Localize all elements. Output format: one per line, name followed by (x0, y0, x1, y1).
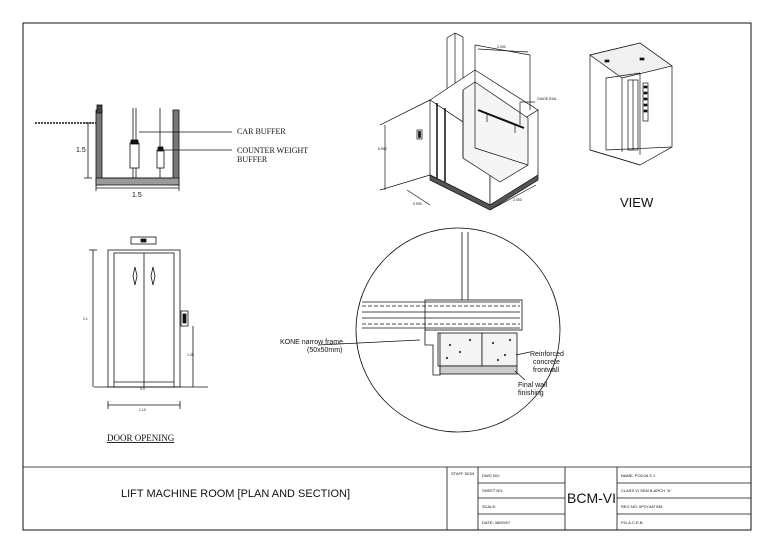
label-rc-2: concrete (533, 359, 560, 366)
pit-section (35, 104, 232, 191)
label-date: DATE: 08/09/07 (482, 520, 511, 525)
label-finish-2: finishing (518, 390, 544, 397)
dim-pit-width: 1.5 (132, 192, 142, 199)
label-rc-1: Reinforced (530, 351, 564, 358)
student-class: CLASS VI SEM B.ARCH "A" (621, 488, 672, 493)
college-name: P.D.A.C.E.B. (621, 520, 644, 525)
label-sheet-no: SHEET NO: (482, 488, 504, 493)
label-dwg-no: DWG NO: (482, 473, 500, 478)
dim-door-panel: 1.05 (187, 353, 194, 357)
dim-pit-depth: 1.5 (76, 147, 86, 154)
label-rc-3: frontwall (533, 367, 560, 374)
label-car-buffer: CAR BUFFER (237, 127, 286, 136)
label-guide-rail: GUIDE RAIL (537, 97, 557, 101)
frame-detail (317, 227, 561, 433)
label-counterweight-buffer-1: COUNTER WEIGHT (237, 146, 308, 155)
label-view: VIEW (620, 195, 654, 210)
dim-shaft-height: 0.900 (378, 147, 387, 151)
label-frame-2: (50x50mm) (307, 347, 342, 354)
label-staff-sign: STAFF SIGN (451, 471, 474, 476)
door-elevation (89, 236, 208, 409)
sheet-border (22, 22, 752, 531)
student-name: NAME: POOJA S J (621, 473, 655, 478)
dim-shaft-right: 2.000 (513, 198, 522, 202)
car-interior-view (589, 42, 673, 166)
label-frame-1: KONE narrow frame (280, 339, 343, 346)
student-reg: REG NO: 0P2Y4AT038 (621, 504, 663, 509)
dim-door-opening: 0.9 (140, 387, 145, 391)
dim-shaft-left: 0.900 (413, 202, 422, 206)
label-scale: SCALE: (482, 504, 496, 509)
label-door-opening: DOOR OPENING (107, 433, 175, 443)
label-counterweight-buffer-2: BUFFER (237, 155, 268, 164)
dim-shaft-top: 2.000 (497, 45, 506, 49)
title-block (23, 466, 751, 530)
course-code: BCM-VI (567, 490, 616, 506)
label-finish-1: Final wall (518, 382, 548, 389)
dim-door-height: 2.1 (83, 317, 88, 321)
drawing-title: LIFT MACHINE ROOM [PLAN AND SECTION] (121, 488, 350, 500)
dim-door-overall: 1.10 (139, 408, 146, 412)
shaft-isometric (379, 32, 539, 211)
